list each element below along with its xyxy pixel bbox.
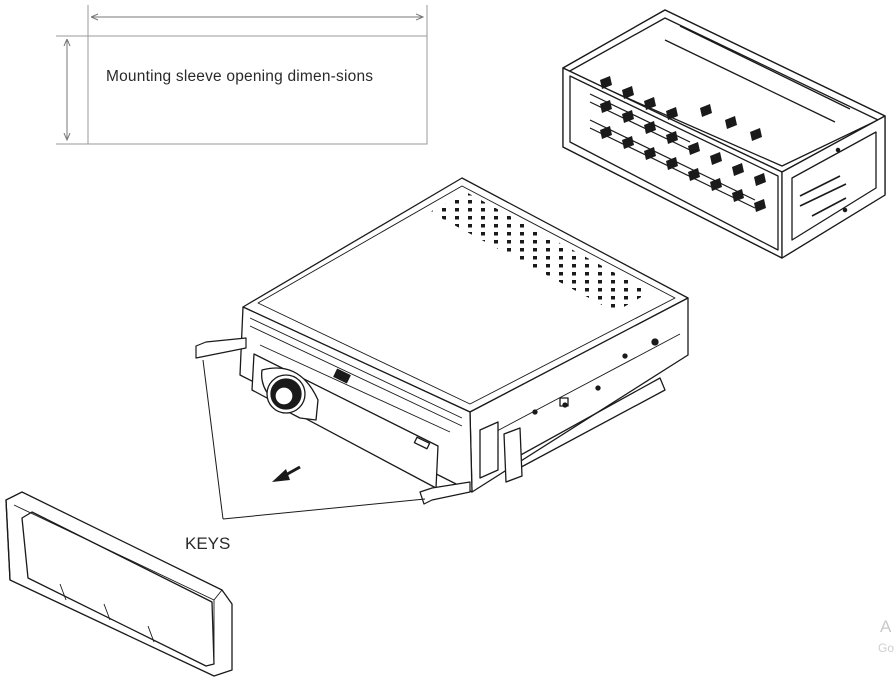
key-right (419, 481, 471, 505)
sleeve-dimension-label: Mounting sleeve opening dimen-sions (106, 68, 374, 85)
head-unit (239, 177, 689, 493)
key-left (195, 337, 247, 359)
arrow-down-left-icon (272, 465, 301, 482)
watermark-subtext: Go (878, 641, 894, 655)
sleeve-dimension-box (56, 5, 428, 145)
removal-keys (195, 337, 471, 505)
keys-label: KEYS (185, 534, 231, 553)
mounting-sleeve (562, 9, 886, 259)
volume-knob (261, 367, 319, 421)
keys-callout-lines (202, 359, 426, 520)
trim-frame (5, 491, 233, 677)
watermark-text: A (880, 617, 892, 636)
